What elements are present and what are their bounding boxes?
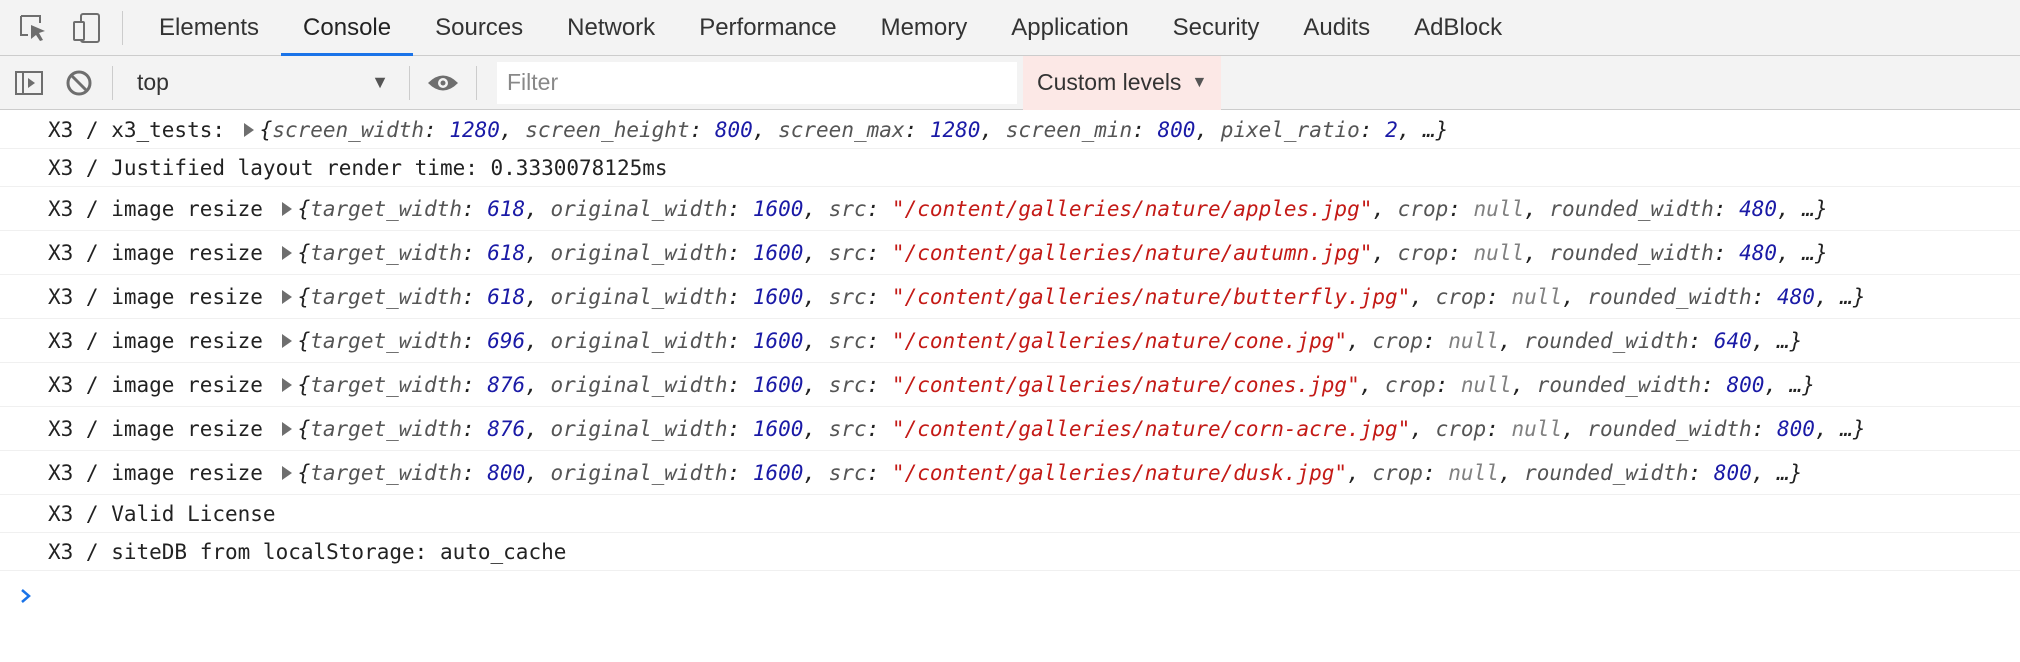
console-message: X3 / image resize {target_width: 618, or… [0,231,2020,275]
console-message: X3 / Valid License [0,495,2020,533]
dropdown-arrow-icon: ▼ [371,72,389,92]
console-message: X3 / image resize {target_width: 876, or… [0,363,2020,407]
expand-triangle-icon[interactable] [281,377,292,392]
inspect-element-icon[interactable] [6,0,60,56]
expand-triangle-icon[interactable] [243,122,254,137]
tab-security[interactable]: Security [1172,13,1260,41]
tab-memory[interactable]: Memory [880,13,968,41]
toolbar-separator [112,65,113,100]
tabbar-separator [122,10,123,45]
console-prompt-chevron-icon[interactable] [16,584,36,608]
tab-audits[interactable]: Audits [1303,13,1371,41]
tab-elements[interactable]: Elements [159,13,260,41]
log-levels-label: Custom levels [1037,69,1182,95]
tab-adblock[interactable]: AdBlock [1414,13,1503,41]
console-message: X3 / image resize {target_width: 876, or… [0,407,2020,451]
tab-sources[interactable]: Sources [435,13,524,41]
expand-triangle-icon[interactable] [281,201,292,216]
expand-triangle-icon[interactable] [281,289,292,304]
console-message: X3 / image resize {target_width: 618, or… [0,187,2020,231]
expand-triangle-icon[interactable] [281,421,292,436]
dropdown-arrow-icon: ▼ [1191,73,1208,91]
filter-input[interactable] [497,61,1017,104]
console-message: X3 / image resize {target_width: 618, or… [0,275,2020,319]
devtools-tabbar: Elements Console Sources Network Perform… [0,0,2020,56]
tab-performance[interactable]: Performance [699,13,837,41]
tab-application[interactable]: Application [1011,13,1129,41]
sidebar-toggle-icon[interactable] [4,56,54,110]
console-toolbar: top ▼ Custom levels ▼ [0,55,2020,110]
context-selector[interactable]: top ▼ [121,63,401,103]
console-message: X3 / image resize {target_width: 696, or… [0,319,2020,363]
clear-console-icon[interactable] [54,56,104,110]
tab-console[interactable]: Console [281,0,414,56]
tab-network[interactable]: Network [567,13,656,41]
console-message: X3 / Justified layout render time: 0.333… [0,149,2020,187]
toolbar-separator [476,65,477,100]
expand-triangle-icon[interactable] [281,465,292,480]
console-message: X3 / image resize {target_width: 800, or… [0,451,2020,495]
device-toolbar-icon[interactable] [60,0,114,56]
console-messages: X3 / x3_tests: {screen_width: 1280, scre… [0,111,2020,571]
log-levels-dropdown[interactable]: Custom levels ▼ [1023,55,1222,110]
console-message: X3 / siteDB from localStorage: auto_cach… [0,533,2020,571]
console-message: X3 / x3_tests: {screen_width: 1280, scre… [0,111,2020,149]
expand-triangle-icon[interactable] [281,333,292,348]
expand-triangle-icon[interactable] [281,245,292,260]
toolbar-separator [409,65,410,100]
context-value: top [137,69,169,95]
live-expression-eye-icon[interactable] [418,56,468,110]
